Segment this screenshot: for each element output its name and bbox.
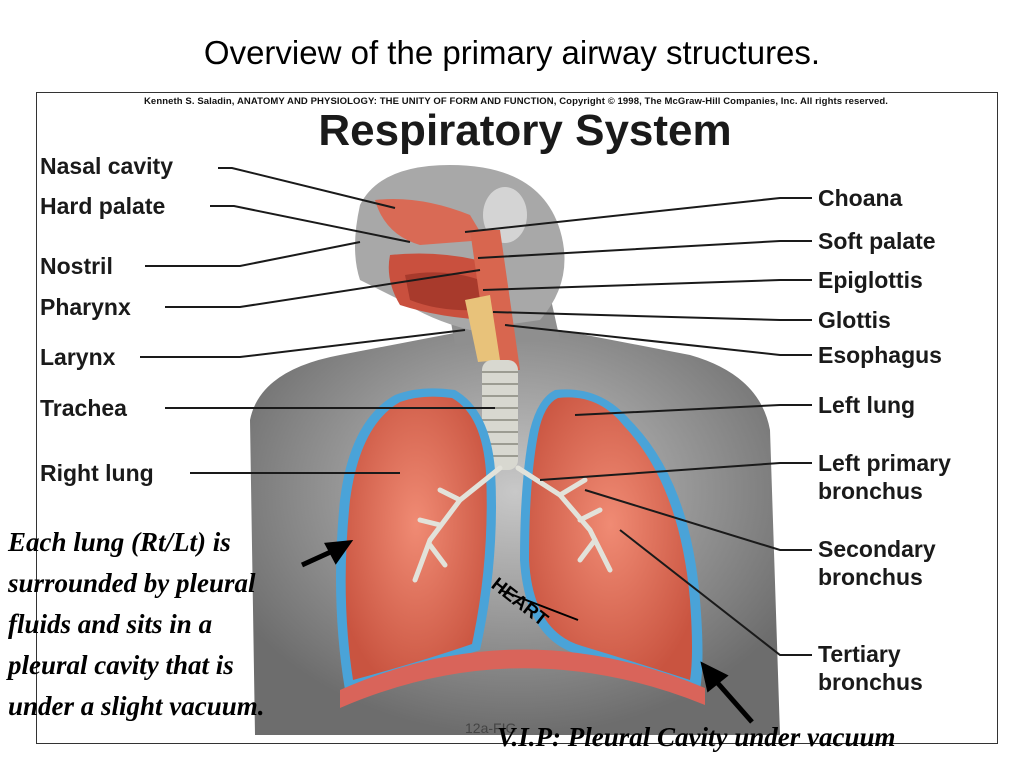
label-tertiary-bronchus: bronchus <box>818 669 923 695</box>
nasal-cavity-shape <box>375 199 485 245</box>
label-nasal-cavity: Nasal cavity <box>40 153 173 179</box>
heart-underline <box>499 589 579 621</box>
label-esophagus: Esophagus <box>818 342 942 368</box>
label-larynx: Larynx <box>40 344 116 370</box>
label-trachea: Trachea <box>40 395 127 421</box>
right-lung-shape <box>345 396 487 680</box>
vip-note: V.I.P: Pleural Cavity under vacuum <box>497 722 896 752</box>
label-hard-palate: Hard palate <box>40 193 166 219</box>
leader-lines-left <box>140 167 495 474</box>
left-lung-shape <box>529 397 692 680</box>
trachea-shape <box>482 360 518 470</box>
leader-lines-right <box>464 197 812 656</box>
label-tertiary: Tertiary <box>818 641 901 667</box>
label-secondary-bronchus: bronchus <box>818 564 923 590</box>
figure-title: Respiratory System <box>318 106 732 155</box>
note-line: Each lung (Rt/Lt) is <box>8 527 231 557</box>
label-nostril: Nostril <box>40 253 113 279</box>
pharynx-shape <box>470 230 520 370</box>
label-glottis: Glottis <box>818 307 891 333</box>
diaphragm-shape <box>340 649 705 708</box>
bronchial-tree <box>412 465 613 583</box>
note-line: fluids and sits in a <box>8 609 213 639</box>
label-left-primary: Left primary <box>818 450 951 476</box>
tongue-shape <box>405 272 480 311</box>
slide-title: Overview of the primary airway structure… <box>203 34 821 71</box>
pleura-note: Each lung (Rt/Lt) is surrounded by pleur… <box>8 522 338 727</box>
label-soft-palate: Soft palate <box>818 228 936 254</box>
label-left-primary-bronchus: bronchus <box>818 478 923 504</box>
pleura-arrow <box>300 539 354 568</box>
note-line: pleural cavity that is <box>8 650 234 680</box>
larynx-shape <box>465 295 500 362</box>
note-line: under a slight vacuum. <box>8 691 265 721</box>
vip-arrow <box>700 661 754 724</box>
label-pharynx: Pharynx <box>40 294 131 320</box>
figure-credit: Kenneth S. Saladin, ANATOMY AND PHYSIOLO… <box>143 96 889 107</box>
label-secondary: Secondary <box>818 536 936 562</box>
label-left-lung: Left lung <box>818 392 916 418</box>
label-choana: Choana <box>818 185 903 211</box>
note-line: surrounded by pleural <box>8 568 256 598</box>
figure-code: 12a-FIG <box>465 720 517 736</box>
label-epiglottis: Epiglottis <box>818 267 923 293</box>
label-right-lung: Right lung <box>40 460 154 486</box>
